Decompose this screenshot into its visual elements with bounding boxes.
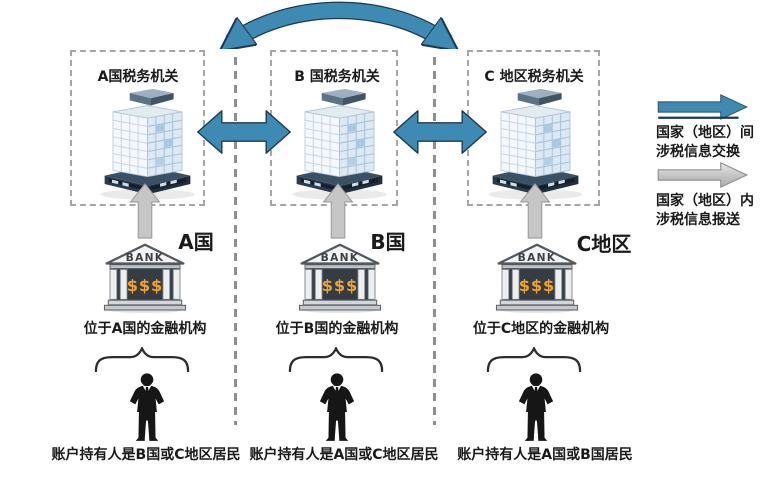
legend-report-label-line1: 国家（地区）内: [656, 193, 754, 209]
tax-authority-label-c: C 地区税务机关: [484, 69, 584, 85]
bank-icon: BANK $$$: [494, 243, 580, 313]
institution-label-a: 位于A国的金融机构: [83, 321, 207, 337]
tax-authority-label-b: B 国税务机关: [294, 69, 380, 85]
exchange-arrow-a-b: [194, 106, 294, 158]
bank-icon: BANK $$$: [102, 243, 188, 313]
bank-sign-text: BANK: [321, 251, 360, 264]
bank-money-text: $$$: [127, 276, 163, 295]
institution-label-b: 位于B国的金融机构: [275, 321, 399, 337]
exchange-arrow-b-c: [390, 106, 490, 158]
bank-sign-text: BANK: [126, 251, 165, 264]
brace-icon: [288, 347, 384, 372]
legend-report-label-line2: 涉税信息报送: [656, 212, 740, 228]
report-arrow-c: [518, 183, 552, 239]
cross-border-exchange-arc-arrow: [195, 1, 483, 49]
legend-exchange-label-line2: 涉税信息交换: [656, 144, 740, 160]
account-holder-label-b: 账户持有人是A国或C地区居民: [249, 447, 439, 463]
bank-country-label-b: B国: [370, 230, 406, 254]
bank-icon: BANK $$$: [297, 243, 383, 313]
account-holder-icon: [124, 372, 170, 444]
legend-exchange-arrow-icon: [656, 93, 750, 121]
bank-money-text: $$$: [519, 276, 555, 295]
tax-authority-label-a: A国税务机关: [97, 69, 179, 85]
account-holder-label-c: 账户持有人是A国或B国居民: [457, 447, 633, 463]
bank-sign-text: BANK: [518, 251, 557, 264]
bank-country-label-a: A国: [178, 230, 214, 254]
bank-country-label-c: C地区: [576, 232, 632, 256]
bank-money-text: $$$: [322, 276, 358, 295]
column-divider-1: [234, 57, 237, 425]
brace-icon: [486, 347, 582, 372]
column-divider-2: [433, 57, 436, 425]
legend-report-arrow-icon: [656, 161, 750, 189]
legend-exchange-label-line1: 国家（地区）间: [656, 125, 754, 141]
brace-icon: [94, 347, 190, 372]
account-holder-icon: [513, 372, 559, 444]
report-arrow-b: [321, 183, 355, 239]
institution-label-c: 位于C地区的金融机构: [472, 321, 610, 337]
account-holder-icon: [314, 372, 360, 444]
account-holder-label-a: 账户持有人是B国或C地区居民: [51, 447, 241, 463]
report-arrow-a: [128, 183, 162, 239]
